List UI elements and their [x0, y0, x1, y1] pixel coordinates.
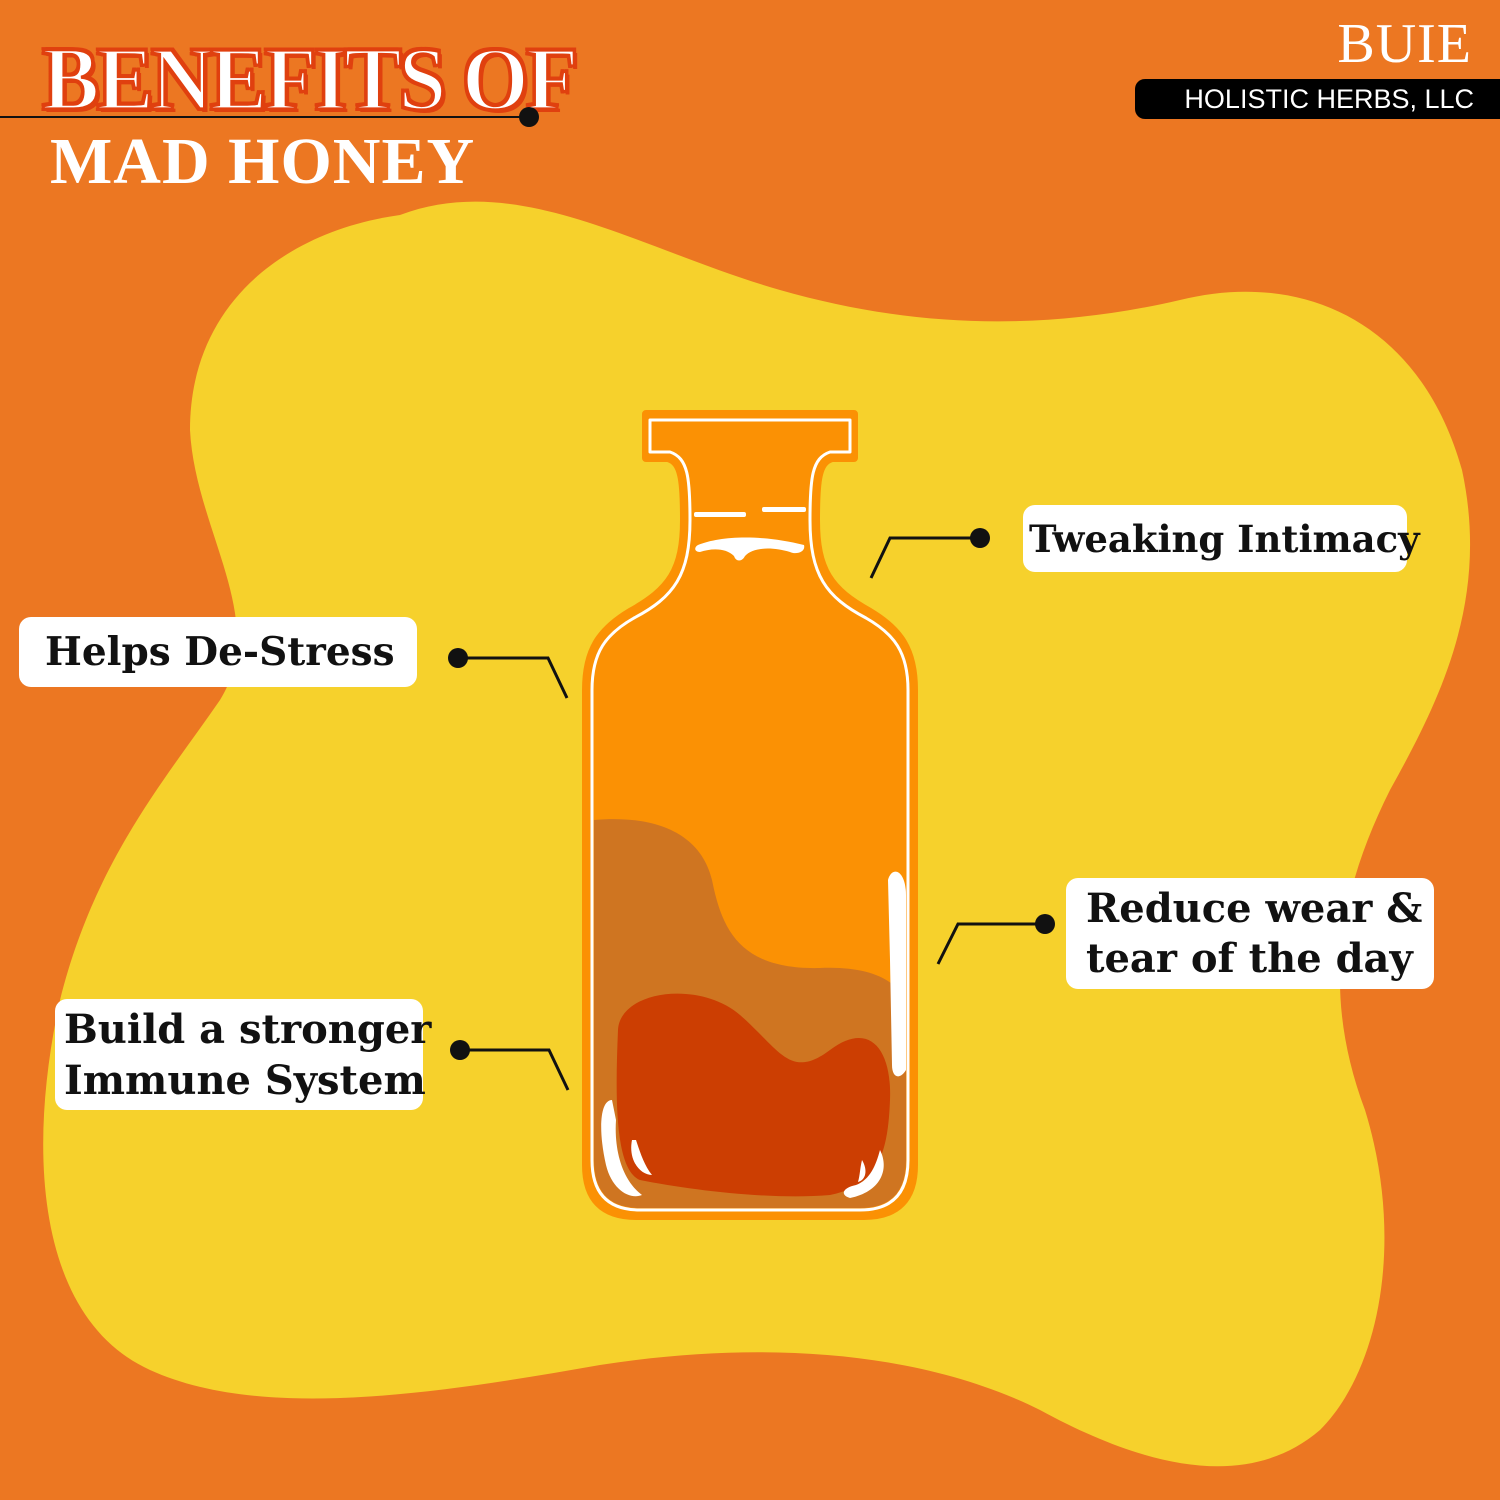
title-benefits-of: BENEFITS OF: [40, 27, 579, 129]
benefit-immune-line1: Build a stronger: [64, 1005, 432, 1053]
title-divider: [0, 116, 528, 118]
brand-subtitle: HOLISTIC HERBS, LLC: [1184, 83, 1474, 114]
connector-immune: [460, 1048, 570, 1091]
benefit-helps-de-stress-text: Helps De-Stress: [45, 629, 395, 675]
title-divider-dot: [519, 107, 539, 127]
dot-tweaking-intimacy: [970, 528, 990, 548]
dot-reduce-wear: [1035, 914, 1055, 934]
connector-reduce-wear: [936, 922, 1045, 965]
benefit-tweaking-intimacy: Tweaking Intimacy: [1023, 505, 1420, 572]
benefit-reduce-wear: Reduce wear & tear of the day: [1066, 878, 1434, 989]
title-mad-honey: MAD HONEY: [50, 125, 476, 198]
honey-bottle: [582, 410, 918, 1220]
connector-tweaking-intimacy: [869, 536, 980, 579]
benefit-reduce-wear-line1: Reduce wear &: [1086, 884, 1423, 932]
benefit-immune-line2: Immune System: [64, 1056, 426, 1104]
brand-logo-name: BUIE: [1337, 13, 1472, 75]
benefit-tweaking-intimacy-text: Tweaking Intimacy: [1029, 516, 1420, 561]
brand-subtitle-bar: HOLISTIC HERBS, LLC: [1135, 79, 1500, 119]
dot-helps-de-stress: [448, 648, 468, 668]
connector-helps-de-stress: [458, 656, 569, 699]
benefit-helps-de-stress: Helps De-Stress: [19, 617, 417, 687]
benefit-reduce-wear-line2: tear of the day: [1086, 934, 1413, 982]
benefit-immune-system: Build a stronger Immune System: [55, 999, 431, 1110]
connectors: [458, 536, 1045, 1091]
dot-immune: [450, 1040, 470, 1060]
